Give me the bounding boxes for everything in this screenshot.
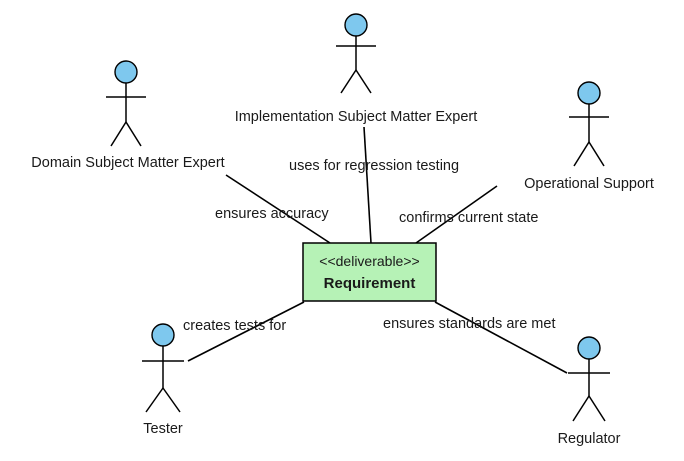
class-name: Requirement	[324, 275, 416, 292]
association-tester-label: creates tests for	[183, 318, 286, 334]
actor-left-leg	[573, 141, 590, 167]
actor-right-leg	[588, 141, 605, 167]
actor-right-leg	[588, 395, 606, 422]
actor-regulator-label: Regulator	[558, 431, 621, 447]
actor-tester-label: Tester	[143, 421, 183, 437]
actor-domain-sme[interactable]: Domain Subject Matter Expert	[31, 60, 225, 171]
actor-head-icon	[577, 336, 601, 360]
actor-tester[interactable]: Tester	[142, 323, 184, 437]
association-impl-label: uses for regression testing	[289, 158, 459, 174]
association-domain-line[interactable]	[225, 174, 331, 244]
class-box	[302, 242, 437, 302]
actor-domain-sme-label: Domain Subject Matter Expert	[31, 155, 224, 171]
actor-left-leg	[110, 121, 127, 147]
requirement-class[interactable]: <<deliverable>> Requirement	[302, 242, 437, 302]
actor-head-icon	[344, 13, 368, 37]
actor-head-icon	[577, 81, 601, 105]
actor-right-leg	[162, 387, 181, 413]
actor-implementation-sme[interactable]: Implementation Subject Matter Expert	[235, 13, 478, 125]
actor-left-leg	[145, 387, 164, 413]
actor-right-leg	[125, 121, 142, 147]
actor-regulator[interactable]: Regulator	[558, 336, 621, 447]
association-regulator-line[interactable]	[434, 301, 568, 374]
actor-left-leg	[572, 395, 590, 422]
actor-left-leg	[340, 69, 357, 94]
association-domain-label: ensures accuracy	[215, 206, 329, 222]
actor-implementation-sme-label: Implementation Subject Matter Expert	[235, 109, 478, 125]
association-impl-line[interactable]	[363, 126, 372, 244]
association-ops-line[interactable]	[415, 185, 498, 244]
actor-head-icon	[151, 323, 175, 347]
association-regulator-label: ensures standards are met	[383, 316, 555, 332]
actor-head-icon	[114, 60, 138, 84]
actor-operational-support-label: Operational Support	[524, 176, 654, 192]
association-tester-line[interactable]	[187, 301, 305, 362]
actor-right-leg	[355, 69, 372, 94]
association-ops-label: confirms current state	[399, 210, 538, 226]
class-stereotype: <<deliverable>>	[319, 253, 419, 269]
actor-operational-support[interactable]: Operational Support	[524, 81, 654, 192]
